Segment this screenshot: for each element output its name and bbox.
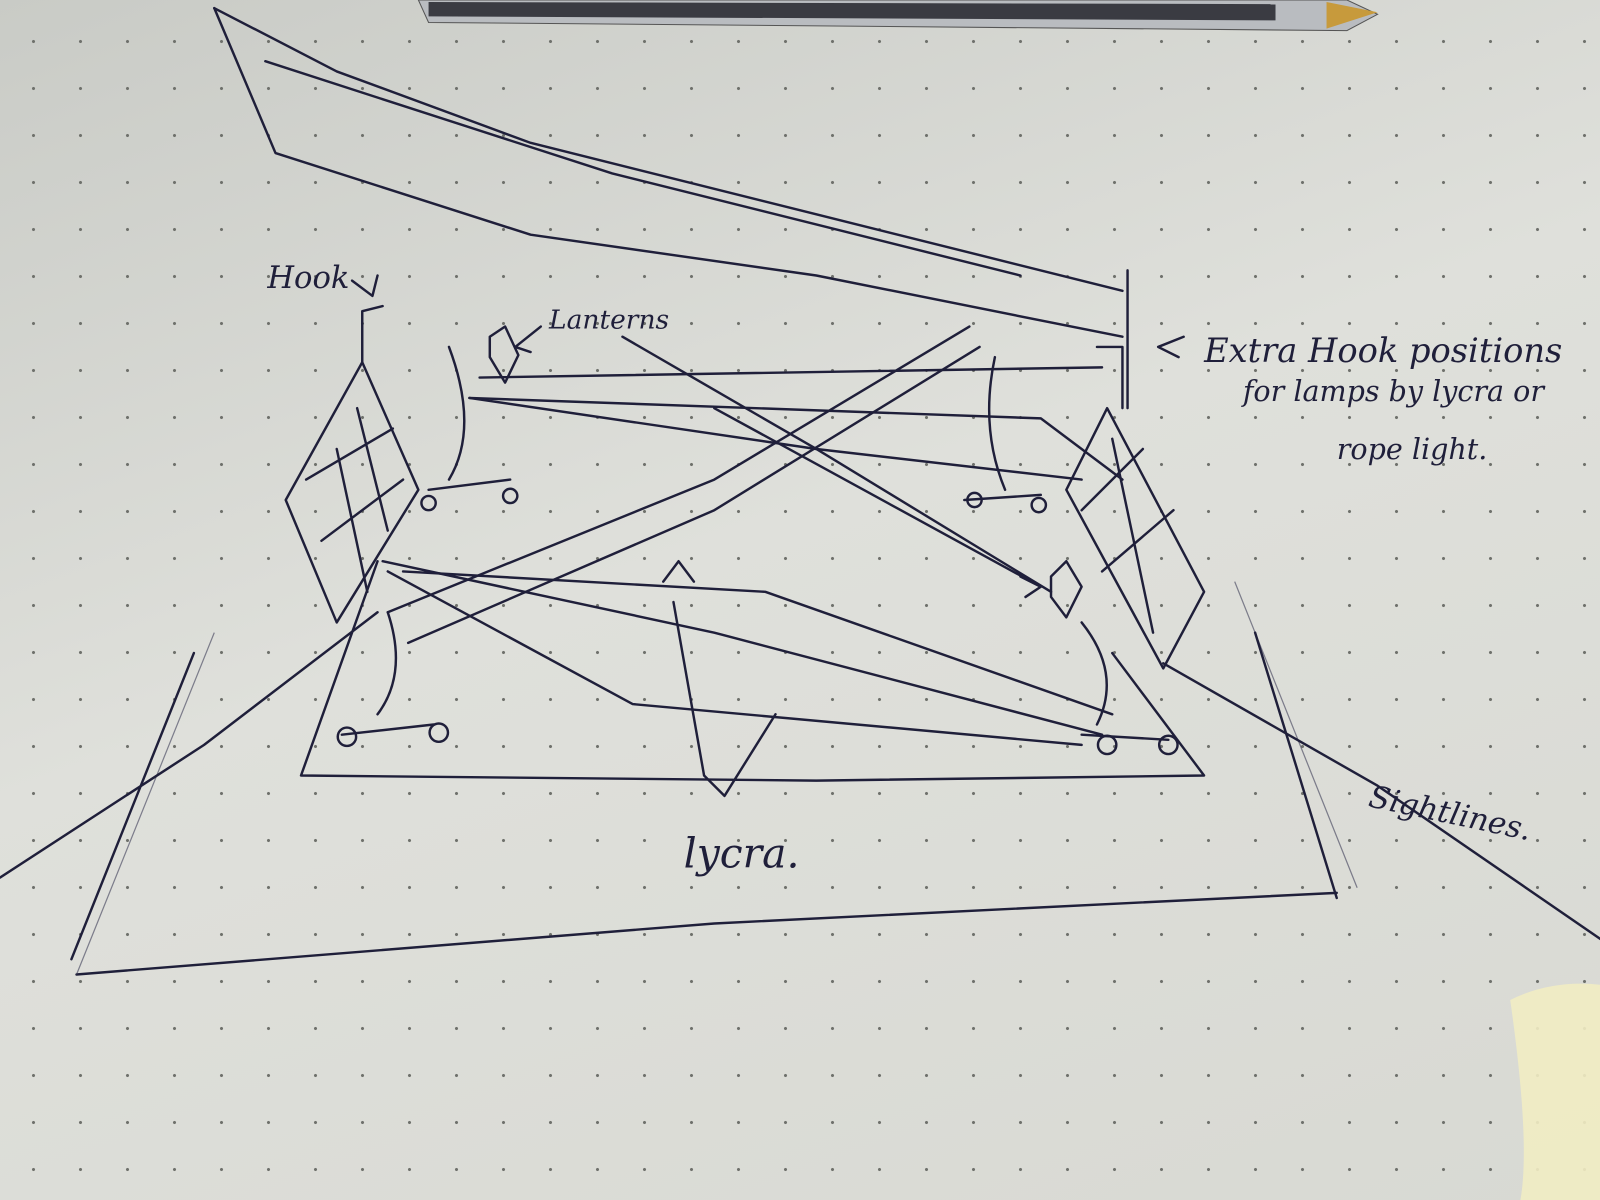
label-extra-hook-2: for lamps by lycra or [1241, 374, 1546, 408]
label-lycra: lycra. [684, 829, 800, 877]
sticky-note [1510, 983, 1600, 1200]
label-extra-hook-3: rope light. [1337, 432, 1488, 466]
label-extra-hook-1: Extra Hook positions [1203, 331, 1562, 370]
right-shelf [1065, 345, 1206, 670]
lanterns [336, 325, 1179, 756]
lycra-lines [381, 325, 1114, 747]
sightlines [0, 611, 1600, 941]
ceiling-outline [213, 6, 1129, 410]
pen [417, 0, 1379, 32]
label-hook: Hook [266, 261, 349, 296]
stage-floor [299, 396, 1206, 782]
label-lanterns: Lanterns [548, 305, 669, 336]
label-sightlines: Sightlines. [1366, 780, 1535, 849]
annotation-arrows [350, 274, 1185, 798]
left-shelf [284, 304, 420, 624]
outer-floor [70, 581, 1358, 976]
